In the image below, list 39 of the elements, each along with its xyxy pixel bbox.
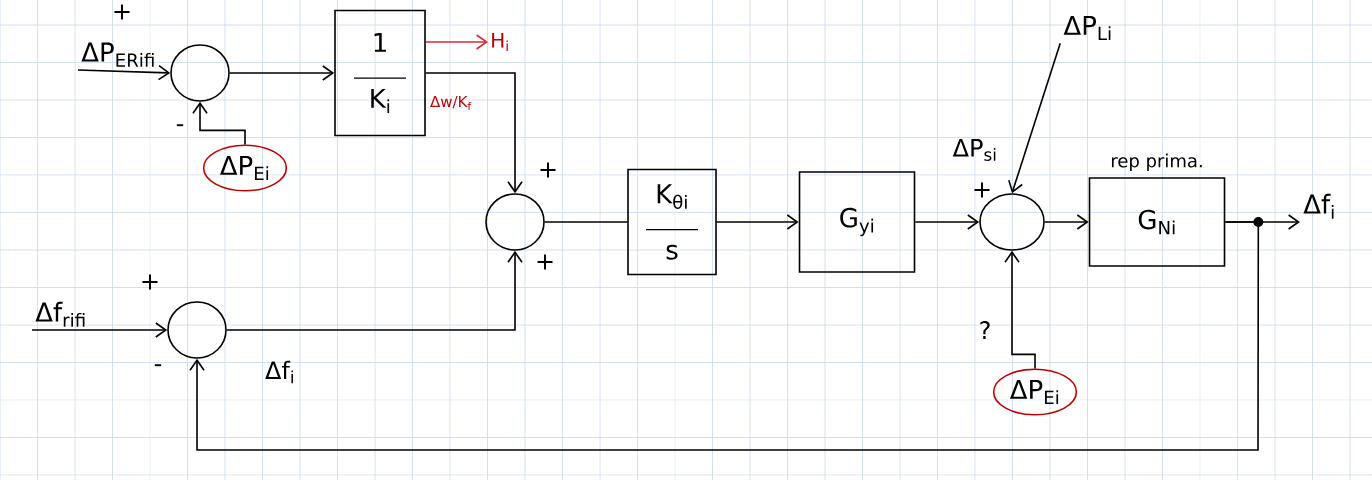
- block-box: G$_{yi}$: [798, 171, 916, 273]
- arrow: [192, 101, 246, 146]
- arrow: [229, 65, 335, 81]
- arrow: [425, 72, 523, 194]
- signal-label: Δf$_{i}$: [1303, 193, 1334, 219]
- signal-label: ΔP$_{Li}$: [1063, 15, 1111, 41]
- circled-label: ΔP$_{Ei}$: [992, 368, 1078, 416]
- arrow: [1008, 42, 1062, 194]
- summing-junction: [167, 301, 227, 359]
- sign-label: -: [154, 364, 162, 367]
- arrow: [914, 214, 980, 230]
- arrow: [226, 250, 523, 331]
- question-mark: ?: [980, 321, 990, 339]
- arrow: [77, 64, 171, 81]
- sign-label: +: [537, 254, 553, 270]
- sign-label: +: [142, 274, 158, 290]
- arrow: [189, 217, 1264, 451]
- block-caption: rep prima.: [1111, 153, 1202, 171]
- arrow: [1044, 214, 1089, 230]
- signal-label: ΔP$_{si}$: [952, 139, 996, 161]
- block-box: 1 K$_{i}$: [334, 9, 426, 137]
- arrow: [716, 214, 799, 230]
- sign-label: -: [176, 124, 184, 127]
- signal-label: Δf$_{i}$: [265, 360, 293, 384]
- block-box: G$_{Ni}$: [1088, 177, 1226, 267]
- signal-label: Δf$_{rifi}$: [35, 301, 85, 327]
- block-box: K$_{θi}$ s: [627, 168, 717, 276]
- summing-junction: [485, 193, 545, 251]
- circled-label: ΔP$_{Ei}$: [202, 144, 288, 192]
- unit-note: Δw/K$_{f}$: [430, 96, 472, 110]
- sign-label: +: [974, 182, 990, 198]
- signal-label: H$_{i}$: [492, 32, 508, 52]
- arrow: [1004, 250, 1036, 370]
- sign-label: +: [114, 4, 130, 20]
- signal-label: ΔP$_{ERifi}$: [81, 42, 154, 67]
- sign-label: +: [540, 162, 556, 178]
- summing-junction: [170, 44, 230, 102]
- arrow: [425, 34, 488, 50]
- arrow: [31, 322, 168, 338]
